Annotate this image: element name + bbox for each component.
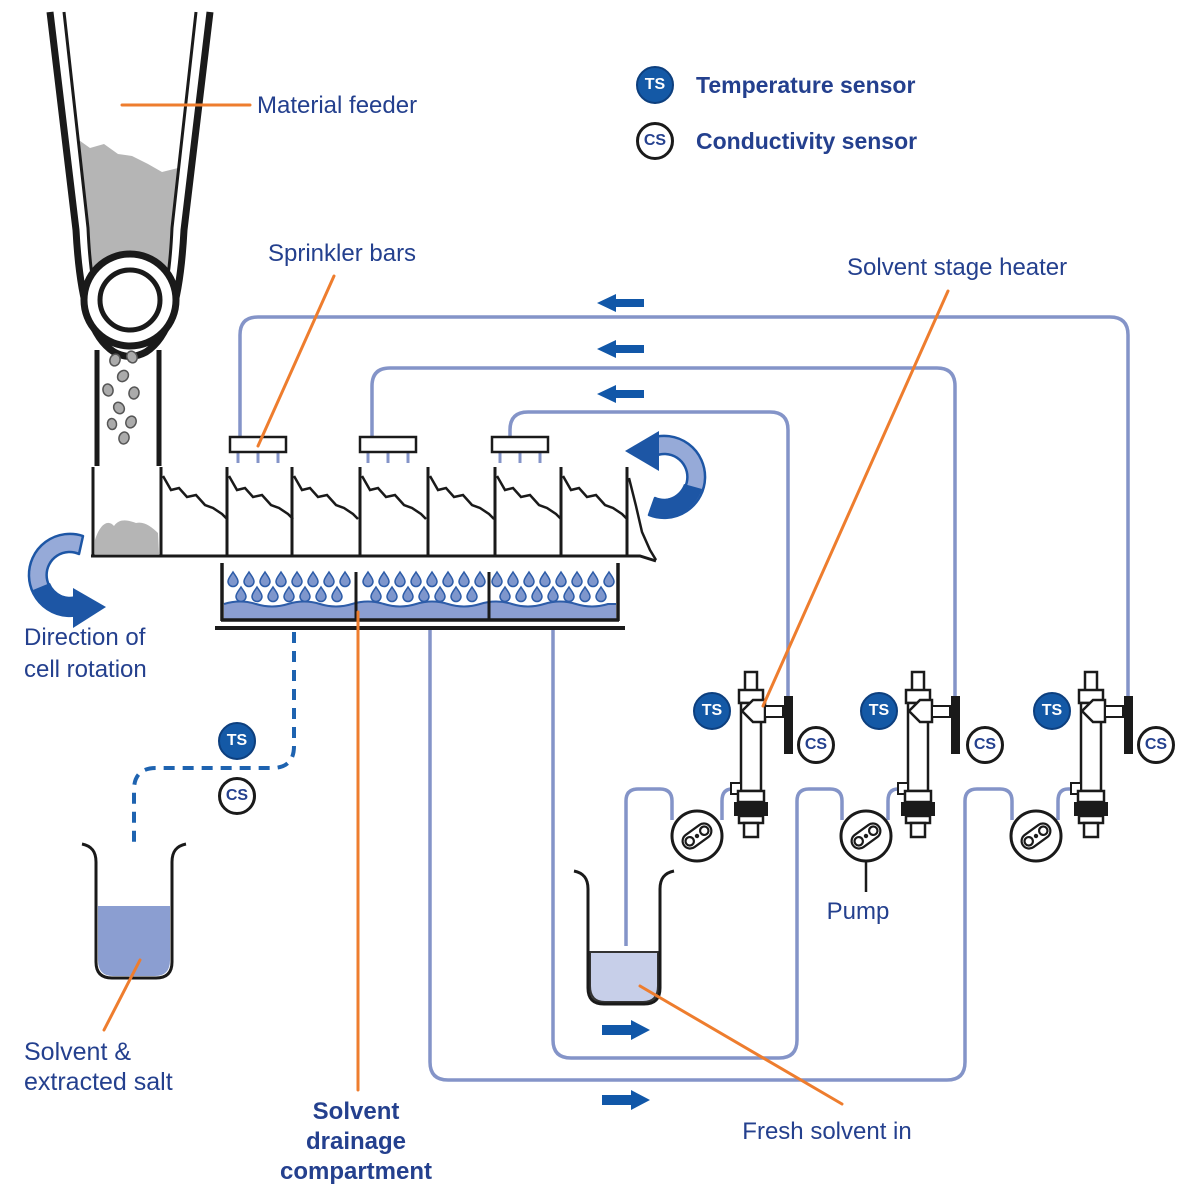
legend-conductivity-sensor-icon: CS xyxy=(636,122,674,160)
solvent-stage-heater-1 xyxy=(730,670,793,839)
legend-temperature-sensor-label: Temperature sensor xyxy=(696,72,916,98)
sprinkler-bar xyxy=(490,435,550,454)
cs-badge-heater-2: CS xyxy=(966,726,1004,764)
fresh-solvent-beaker xyxy=(573,869,675,1006)
salt-label-line1: Solvent & xyxy=(24,1038,132,1066)
salt-label-line2: extracted salt xyxy=(24,1068,173,1096)
pump-3 xyxy=(1009,809,1063,863)
solvent-drainage-compartment xyxy=(215,563,625,630)
label-pointer-lines xyxy=(102,103,950,1106)
sprinkler-droplets xyxy=(227,571,615,603)
sprinkler-bar xyxy=(358,435,418,454)
solvent-stage-heaters xyxy=(730,670,1133,839)
material-feeder xyxy=(46,11,214,466)
drainage-label-line1: Solvent xyxy=(312,1098,400,1125)
flow-arrow-left xyxy=(597,385,644,403)
solvent-stage-heater-2 xyxy=(897,670,960,839)
rotation-arrow-left xyxy=(27,532,106,628)
cell-material-profiles xyxy=(161,474,658,561)
pump-2 xyxy=(839,809,893,892)
cs-badge-heater-1: CS xyxy=(797,726,835,764)
cs-badge-drain: CS xyxy=(218,777,256,815)
cs-badge-heater-3: CS xyxy=(1137,726,1175,764)
material-feeder-label: Material feeder xyxy=(257,92,418,119)
legend-temperature-sensor-icon: TS xyxy=(636,66,674,104)
rotation-arrow-right xyxy=(625,431,707,520)
sprinkler-bars-label: Sprinkler bars xyxy=(268,240,417,267)
material-in-cell xyxy=(95,520,159,554)
solvent-salt-drain-line xyxy=(132,632,296,842)
flow-arrow-left xyxy=(597,294,644,312)
solvent-pipes xyxy=(238,315,1130,1082)
sprinkler-bars xyxy=(228,435,550,463)
ts-badge-drain: TS xyxy=(218,722,256,760)
pump-label: Pump xyxy=(826,898,890,925)
solvent-salt-beaker xyxy=(81,842,187,980)
pumps xyxy=(670,809,1063,892)
flow-arrow-right xyxy=(602,1020,650,1040)
drainage-label-line2: drainage xyxy=(305,1128,407,1155)
ts-badge-heater-1: TS xyxy=(693,692,731,730)
rotating-cells xyxy=(91,467,658,563)
drainage-label-line3: compartment xyxy=(279,1158,433,1185)
ts-badge-heater-3: TS xyxy=(1033,692,1071,730)
direction-label-line1: Direction of xyxy=(24,624,146,651)
material-pebbles xyxy=(102,350,140,445)
flow-arrow-right xyxy=(602,1090,650,1110)
fresh-solvent-in-label: Fresh solvent in xyxy=(742,1118,912,1145)
pump-1 xyxy=(670,809,724,863)
solvent-stage-heater-3 xyxy=(1070,670,1133,839)
flow-arrow-left xyxy=(597,340,644,358)
solvent-stage-heater-label: Solvent stage heater xyxy=(847,254,1068,281)
ts-badge-heater-2: TS xyxy=(860,692,898,730)
legend-conductivity-sensor-label: Conductivity sensor xyxy=(696,128,918,154)
direction-label-line2: cell rotation xyxy=(24,656,147,683)
